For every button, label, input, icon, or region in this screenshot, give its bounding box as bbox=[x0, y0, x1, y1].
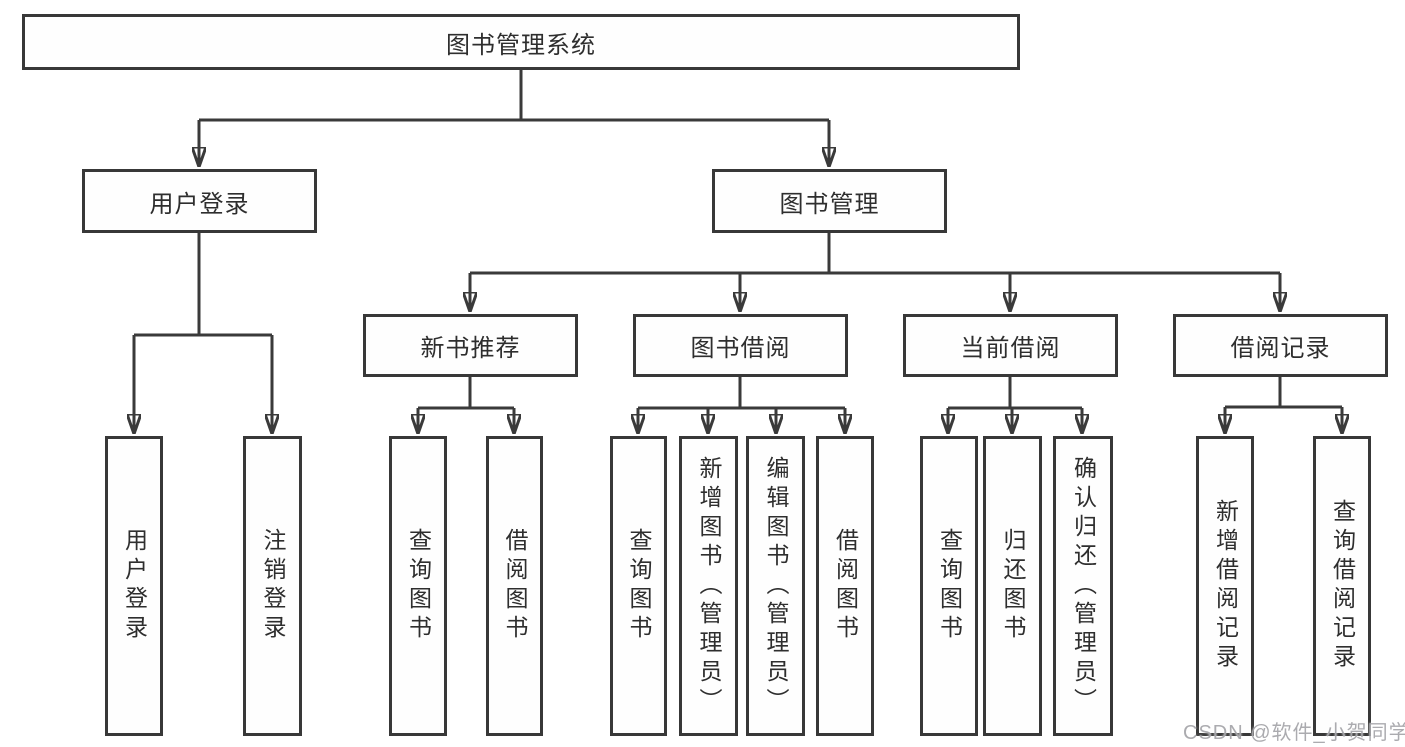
node-leaf-logout-label: 注销登录 bbox=[260, 528, 286, 644]
node-book-borrow-label: 图书借阅 bbox=[690, 335, 791, 362]
node-leaf-add-books-label: 新增图书（管理员） bbox=[696, 455, 722, 717]
node-leaf-query-books-a-label: 查询图书 bbox=[405, 528, 432, 644]
edge-book-mgmt-to-level2 bbox=[470, 233, 1280, 311]
node-current-borrow: 当前借阅 bbox=[903, 314, 1118, 377]
node-root: 图书管理系统 bbox=[22, 14, 1020, 70]
edge-root-to-level1 bbox=[199, 70, 829, 166]
edge-borrow-record-to-leaves bbox=[1225, 377, 1342, 433]
node-leaf-query-borrow-record: 查询借阅记录 bbox=[1313, 436, 1371, 736]
edge-new-book-rec-to-leaves bbox=[418, 377, 514, 433]
edge-book-borrow-to-leaves bbox=[638, 377, 845, 433]
node-current-borrow-label: 当前借阅 bbox=[960, 335, 1061, 362]
node-borrow-record: 借阅记录 bbox=[1173, 314, 1388, 377]
node-leaf-confirm-return-label: 确认归还（管理员） bbox=[1070, 455, 1097, 717]
node-leaf-query-books-c-label: 查询图书 bbox=[936, 528, 963, 644]
node-book-mgmt: 图书管理 bbox=[712, 169, 947, 233]
node-book-borrow: 图书借阅 bbox=[633, 314, 848, 377]
node-leaf-return-books: 归还图书 bbox=[983, 436, 1042, 736]
node-leaf-borrow-books-a-label: 借阅图书 bbox=[502, 528, 528, 644]
node-leaf-logout: 注销登录 bbox=[243, 436, 302, 736]
node-leaf-query-books-a: 查询图书 bbox=[389, 436, 447, 736]
node-leaf-borrow-books-a: 借阅图书 bbox=[486, 436, 543, 736]
node-leaf-user-login-label: 用户登录 bbox=[121, 528, 148, 644]
node-leaf-add-books: 新增图书（管理员） bbox=[679, 436, 738, 736]
node-leaf-query-books-b: 查询图书 bbox=[610, 436, 667, 736]
node-borrow-record-label: 借阅记录 bbox=[1230, 335, 1331, 362]
node-leaf-return-books-label: 归还图书 bbox=[1000, 528, 1026, 644]
node-root-label: 图书管理系统 bbox=[446, 31, 596, 59]
node-user-login-label: 用户登录 bbox=[149, 190, 250, 218]
node-leaf-query-borrow-record-label: 查询借阅记录 bbox=[1329, 499, 1356, 673]
node-leaf-borrow-books-b: 借阅图书 bbox=[816, 436, 874, 736]
edge-current-borrow-to-leaves bbox=[948, 377, 1082, 433]
node-leaf-borrow-books-b-label: 借阅图书 bbox=[832, 528, 859, 644]
node-leaf-query-books-c: 查询图书 bbox=[920, 436, 978, 736]
node-new-book-rec-label: 新书推荐 bbox=[420, 335, 521, 362]
node-leaf-edit-books: 编辑图书（管理员） bbox=[746, 436, 805, 736]
node-leaf-confirm-return: 确认归还（管理员） bbox=[1053, 436, 1113, 736]
node-leaf-edit-books-label: 编辑图书（管理员） bbox=[763, 455, 789, 717]
edge-user-login-to-leaves bbox=[134, 233, 272, 433]
node-leaf-query-books-b-label: 查询图书 bbox=[626, 528, 652, 644]
node-leaf-add-borrow-record-label: 新增借阅记录 bbox=[1212, 499, 1239, 673]
node-leaf-add-borrow-record: 新增借阅记录 bbox=[1196, 436, 1254, 736]
csdn-watermark: CSDN @软件_小贺同学 bbox=[1183, 722, 1405, 744]
node-new-book-rec: 新书推荐 bbox=[363, 314, 578, 377]
node-book-mgmt-label: 图书管理 bbox=[779, 190, 880, 218]
node-leaf-user-login: 用户登录 bbox=[105, 436, 163, 736]
node-user-login: 用户登录 bbox=[82, 169, 317, 233]
